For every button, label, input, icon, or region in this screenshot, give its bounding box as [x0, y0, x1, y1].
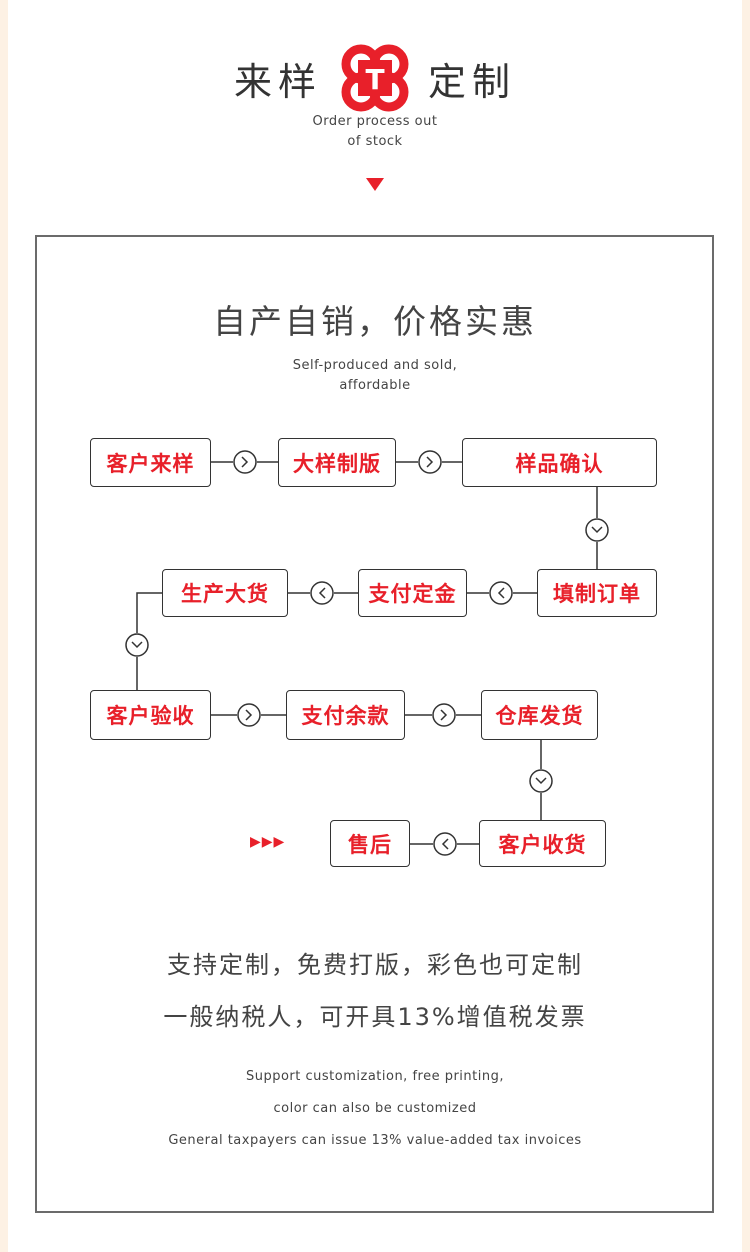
header-subtitle-line: of stock [347, 134, 403, 149]
chevron-right-icon [432, 703, 456, 727]
chevron-right-icon [237, 703, 261, 727]
footer-en-line: Support customization, free printing, [245, 1069, 504, 1084]
logo-letter: T [365, 63, 384, 96]
step-customer-acceptance: 客户验收 [90, 690, 211, 740]
chevron-down-icon [125, 633, 149, 657]
footer-cn-line: 一般纳税人，可开具13%增值税发票 [163, 1003, 587, 1031]
header-subtitle: Order process out of stock [0, 112, 750, 152]
down-triangle-icon [366, 178, 384, 191]
chevron-down-icon [585, 518, 609, 542]
section-subtitle: Self-produced and sold, affordable [0, 356, 750, 396]
step-pay-deposit: 支付定金 [358, 569, 467, 617]
section-subtitle-line: Self-produced and sold, [292, 358, 458, 373]
section-subtitle-line: affordable [339, 378, 411, 393]
section-title: 自产自销，价格实惠 [213, 302, 537, 341]
right-side-strip [742, 0, 750, 1252]
header-title-right: 定制 [428, 59, 517, 104]
triple-arrow-icon: ▶▶▶ [250, 834, 286, 850]
step-mass-production: 生产大货 [162, 569, 288, 617]
left-side-strip [0, 0, 8, 1252]
header-title: 来样 T 定制 [0, 40, 750, 116]
chevron-left-icon [310, 581, 334, 605]
footer-en-line: color can also be customized [273, 1101, 477, 1116]
chevron-right-icon [418, 450, 442, 474]
header-subtitle-line: Order process out [312, 114, 438, 129]
step-sample-confirm: 样品确认 [462, 438, 657, 487]
chevron-right-icon [233, 450, 257, 474]
footer-en-line: General taxpayers can issue 13% value-ad… [168, 1133, 582, 1148]
footer-cn-line: 支持定制，免费打版，彩色也可定制 [167, 951, 583, 979]
step-after-sales: 售后 [330, 820, 410, 867]
step-customer-receipt: 客户收货 [479, 820, 606, 867]
step-customer-sample: 客户来样 [90, 438, 211, 487]
process-frame [35, 235, 714, 1213]
step-fill-order: 填制订单 [537, 569, 657, 617]
step-sample-plate: 大样制版 [278, 438, 396, 487]
step-warehouse-ship: 仓库发货 [481, 690, 598, 740]
chevron-left-icon [489, 581, 513, 605]
chevron-left-icon [433, 832, 457, 856]
header-title-left: 来样 [233, 59, 322, 104]
step-pay-balance: 支付余款 [286, 690, 405, 740]
chevron-down-icon [529, 769, 553, 793]
brand-logo-icon: T [341, 44, 409, 112]
